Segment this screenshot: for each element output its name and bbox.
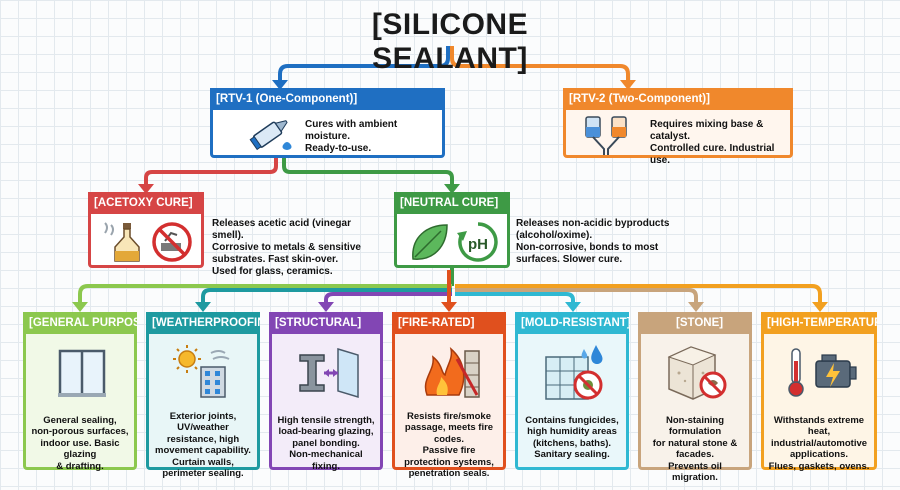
connector-title-rtv2 <box>450 46 630 82</box>
acetoxy-header: [ACETOXY CURE] <box>88 192 204 214</box>
structural-box: [STRUCTURAL] High tensile strength, load… <box>269 312 383 472</box>
high-temperature-box: [HIGH-TEMPERATURE] Withstands extreme he… <box>761 312 877 472</box>
weatherproofing-box: [WEATHERPROOFING] Exterior joints, UV/we… <box>146 312 260 479</box>
rtv1-desc: Cures with ambient moisture. Ready-to-us… <box>305 119 398 154</box>
rtv2-box: [RTV-2 (Two-Component)] Requires mixing … <box>563 88 793 166</box>
connector-neutral-stone <box>455 288 698 304</box>
connector-neutral-mold <box>455 292 575 304</box>
connector-rtv1-acetoxy <box>144 158 278 186</box>
neutral-desc: Releases non-acidic byproducts (alcohol/… <box>516 218 670 265</box>
structural-desc: High tensile strength, load-bearing glaz… <box>277 415 375 472</box>
stone-box: [STONE] Non-staining formulation for nat… <box>638 312 752 483</box>
tile-no-mold-icon <box>545 345 603 400</box>
ph-cycle-icon: pH <box>457 222 498 262</box>
leaf-icon <box>412 224 448 260</box>
mold-resistant-box: [MOLD-RESISTANT] Contains fungicides, hi… <box>515 312 629 470</box>
rtv2-desc: Requires mixing base & catalyst. Control… <box>650 119 775 166</box>
mold-resistant-desc: Contains fungicides, high humidity areas… <box>525 415 619 461</box>
no-corrosion-icon <box>152 222 192 262</box>
rtv1-header: [RTV-1 (One-Component)] <box>210 88 445 110</box>
general-purpose-header: [GENERAL PURPOSE] <box>23 312 137 334</box>
thermometer-engine-icon <box>788 348 857 397</box>
mixing-cartridges-icon <box>585 116 627 155</box>
weatherproofing-header: [WEATHERPROOFING] <box>146 312 260 334</box>
mold-resistant-header: [MOLD-RESISTANT] <box>515 312 629 334</box>
page-title: [SILICONE SEALANT] <box>371 8 529 75</box>
connector-neutral-weather <box>201 288 452 304</box>
rtv2-header: [RTV-2 (Two-Component)] <box>563 88 793 110</box>
weatherproofing-desc: Exterior joints, UV/weather resistance, … <box>155 411 251 480</box>
sun-building-icon <box>173 345 230 398</box>
acetoxy-desc: Releases acetic acid (vinegar smell). Co… <box>212 218 361 277</box>
general-purpose-desc: General sealing, non-porous surfaces, in… <box>31 415 129 472</box>
high-temperature-header: [HIGH-TEMPERATURE] <box>761 312 877 334</box>
connector-neutral-general <box>78 284 452 304</box>
fire-wall-icon <box>424 347 480 398</box>
stone-block-no-stain-icon <box>667 346 727 400</box>
connector-rtv1-neutral <box>282 158 454 186</box>
steel-beam-glass-icon <box>299 347 359 399</box>
sealant-tube-icon <box>249 120 292 151</box>
rtv1-box: [RTV-1 (One-Component)] Cures with ambie… <box>210 88 445 158</box>
high-temperature-desc: Withstands extreme heat, industrial/auto… <box>768 415 870 472</box>
neutral-header: [NEUTRAL CURE] <box>394 192 510 214</box>
stone-header: [STONE] <box>638 312 752 334</box>
connector-neutral-structural <box>324 292 452 304</box>
window-icon <box>58 349 106 397</box>
fire-rated-box: [FIRE-RATED] Resists fire/smoke passage,… <box>392 312 506 479</box>
acetoxy-box: [ACETOXY CURE] <box>88 192 204 268</box>
general-purpose-box: [GENERAL PURPOSE] General sealing, non-p… <box>23 312 137 472</box>
fire-rated-desc: Resists fire/smoke passage, meets fire c… <box>404 411 494 480</box>
ph-label: pH <box>468 236 488 253</box>
neutral-box: [NEUTRAL CURE] pH <box>394 192 510 268</box>
connector-title-rtv1 <box>278 46 450 82</box>
connector-neutral-hightemp <box>455 284 822 304</box>
structural-header: [STRUCTURAL] <box>269 312 383 334</box>
fire-rated-header: [FIRE-RATED] <box>392 312 506 334</box>
stone-desc: Non-staining formulation for natural sto… <box>652 415 738 484</box>
vinegar-bottle-icon <box>104 222 140 262</box>
